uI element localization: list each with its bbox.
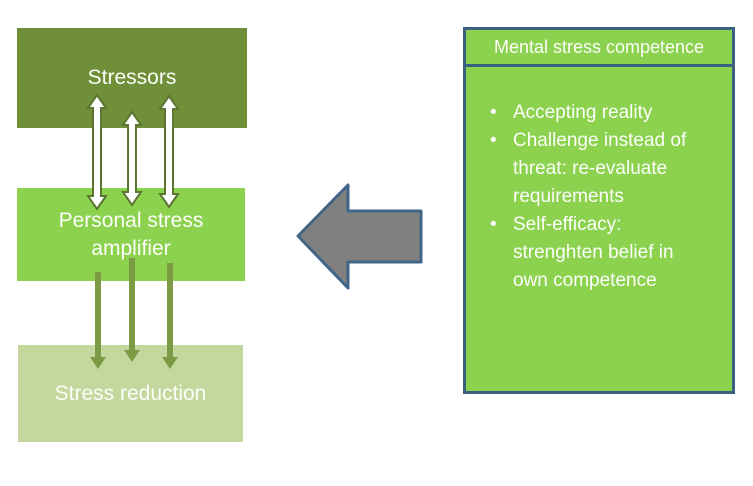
- bullet-text: Accepting reality: [513, 102, 653, 123]
- panel-title: Mental stress competence: [493, 36, 705, 57]
- bullet-icon: •: [490, 102, 497, 123]
- left-arrow-icon: [296, 183, 423, 290]
- stressors-box: Stressors: [17, 28, 247, 128]
- panel-bullet-list: • Accepting reality • Challenge instead …: [466, 67, 732, 295]
- bullet-text: Self-efficacy: strenghten belief in own …: [513, 214, 674, 291]
- list-item: • Challenge instead of threat: re-evalua…: [490, 127, 718, 211]
- list-item: • Accepting reality: [490, 99, 718, 127]
- mental-stress-competence-panel: Mental stress competence • Accepting rea…: [463, 27, 735, 394]
- stress-reduction-box: Stress reduction: [18, 345, 243, 442]
- panel-header: Mental stress competence: [466, 30, 732, 67]
- stressors-label: Stressors: [87, 66, 177, 89]
- list-item: • Self-efficacy: strenghten belief in ow…: [490, 211, 718, 295]
- stress-reduction-label: Stress reduction: [54, 381, 207, 405]
- bullet-text: Challenge instead of threat: re-evaluate…: [513, 130, 687, 207]
- bullet-icon: •: [490, 130, 497, 151]
- bullet-icon: •: [490, 214, 497, 235]
- personal-stress-amplifier-label: Personal stress amplifier: [58, 208, 204, 260]
- personal-stress-amplifier-box: Personal stress amplifier: [17, 188, 245, 281]
